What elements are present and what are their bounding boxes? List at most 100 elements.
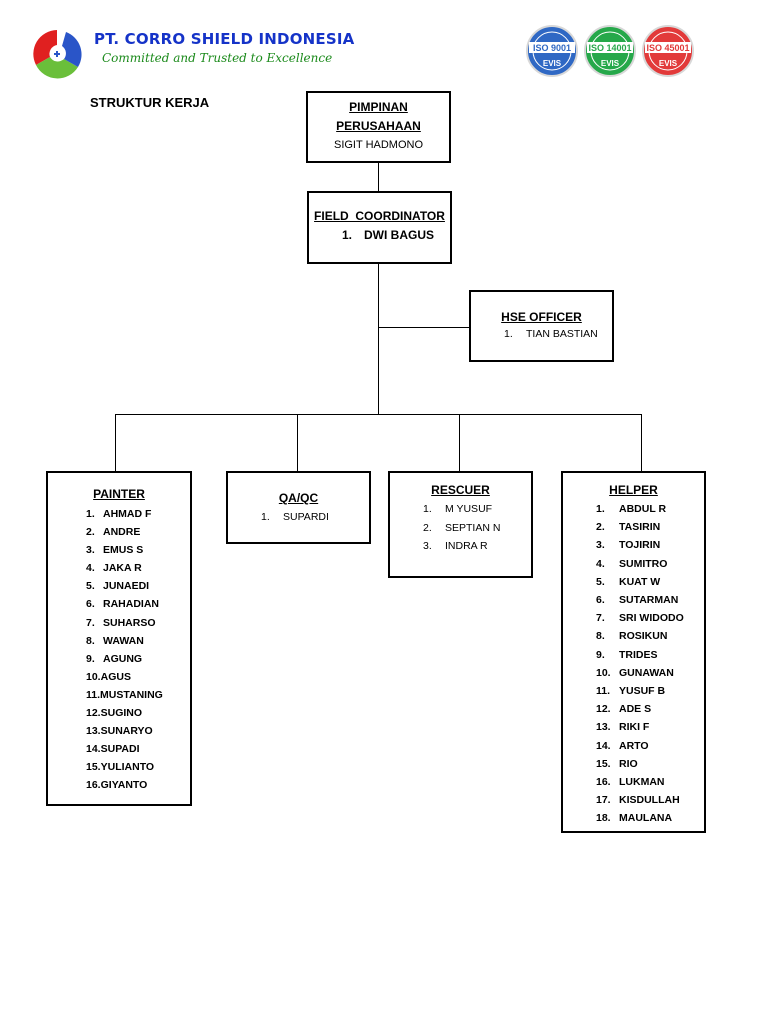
qaqc-box: QA/QC 1.SUPARDI — [226, 471, 371, 544]
helper-member-name: TOJIRIN — [619, 539, 661, 552]
helper-member-name: KISDULLAH — [619, 794, 680, 807]
connector-coordinator-trunk — [378, 263, 379, 415]
painter-member-name: AHMAD F — [103, 508, 152, 520]
painter-member-name: SUPADI — [100, 743, 140, 756]
document-title: STRUKTUR KERJA — [90, 95, 210, 110]
helper-member-number: 3. — [596, 539, 605, 552]
director-title-line2: PERUSAHAAN — [336, 119, 421, 133]
painter-member-name: RAHADIAN — [103, 598, 159, 611]
helper-member-number: 2. — [596, 521, 605, 534]
hse-officer-title: HSE OFFICER — [501, 310, 582, 324]
rescuer-member-number: 1. — [423, 503, 432, 515]
qaqc-member-name: SUPARDI — [283, 511, 329, 523]
painter-member: 10.AGUS — [86, 668, 190, 686]
helper-member-name: RIO — [619, 757, 638, 770]
helper-member: 16. LUKMAN — [596, 773, 704, 791]
connector-director-coordinator — [378, 162, 379, 192]
rescuer-member: 2. SEPTIAN N — [423, 519, 531, 538]
helper-member-name: GUNAWAN — [619, 666, 674, 679]
painter-member-number: 5. — [86, 580, 95, 593]
helper-member-number: 7. — [596, 612, 605, 625]
director-box: PIMPINAN PERUSAHAAN SIGIT HADMONO — [306, 91, 451, 163]
helper-member-name: ABDUL R — [619, 503, 667, 515]
painter-member: 13.SUNARYO — [86, 722, 190, 740]
qaqc-member: 1. SUPARDI — [261, 509, 369, 525]
painter-member: 3.EMUS S — [86, 541, 190, 559]
helper-member-number: 16. — [596, 776, 611, 789]
painter-member-name: SUNARYO — [100, 725, 153, 738]
helper-member: 15. RIO — [596, 755, 704, 773]
helper-member: 3. TOJIRIN — [596, 536, 704, 554]
painter-member: 16.GIYANTO — [86, 776, 190, 794]
painter-member-number: 16. — [86, 779, 101, 792]
helper-member-name: SUMITRO — [619, 557, 668, 570]
connector-hse-branch — [378, 327, 470, 328]
painter-member-name: JAKA R — [103, 562, 142, 575]
helper-member-name: TASIRIN — [619, 521, 661, 534]
rescuer-member-name: SEPTIAN N — [445, 521, 501, 534]
helper-member: 14.ARTO — [596, 737, 704, 755]
svg-text:EVIS: EVIS — [659, 59, 678, 68]
painter-member: 8.WAWAN — [86, 632, 190, 650]
painter-title: PAINTER — [93, 487, 145, 501]
helper-member: 8. ROSIKUN — [596, 627, 704, 645]
helper-member: 2. TASIRIN — [596, 518, 704, 536]
helper-member-name: ROSIKUN — [619, 630, 668, 643]
company-name: PT. CORRO SHIELD INDONESIA — [94, 30, 355, 48]
helper-member-name: SUTARMAN — [619, 594, 679, 607]
painter-member-name: AGUNG — [103, 652, 143, 665]
painter-member-number: 15. — [86, 761, 101, 774]
rescuer-member-number: 3. — [423, 540, 432, 552]
connector-horizontal-bus — [115, 414, 642, 415]
painter-member-name: SUGINO — [100, 707, 143, 720]
connector-qaqc-drop — [297, 414, 298, 472]
rescuer-member-number: 2. — [423, 521, 432, 534]
painter-member-name: ANDRE — [103, 526, 141, 539]
painter-member: 12.SUGINO — [86, 704, 190, 722]
painter-member: 7.SUHARSO — [86, 614, 190, 632]
helper-member-number: 9. — [596, 648, 605, 661]
painter-member: 6. RAHADIAN — [86, 595, 190, 613]
iso-9001-badge-icon: ISO 9001 EVIS — [526, 24, 578, 78]
helper-member-name: MAULANA — [619, 812, 673, 825]
painter-member-name: SUHARSO — [103, 616, 156, 629]
svg-text:ISO 9001: ISO 9001 — [533, 43, 571, 53]
painter-member: 4. JAKA R — [86, 559, 190, 577]
helper-member-number: 1. — [596, 503, 605, 515]
painter-member-number: 4. — [86, 562, 95, 575]
painter-member-name: YULIANTO — [100, 761, 155, 774]
painter-member-name: JUNAEDI — [103, 580, 150, 593]
hse-member: 1.TIAN BASTIAN — [504, 328, 598, 340]
painter-member-number: 8. — [86, 634, 95, 647]
svg-text:ISO 14001: ISO 14001 — [588, 43, 631, 53]
qaqc-member-number: 1. — [261, 511, 270, 523]
painter-member: 1. AHMAD F — [86, 505, 190, 523]
painter-member: 11.MUSTANING — [86, 686, 190, 704]
painter-member-name: MUSTANING — [100, 688, 163, 701]
helper-member-number: 10. — [596, 666, 611, 679]
painter-member-number: 10. — [86, 670, 101, 683]
coordinator-member: 1.DWI BAGUS — [342, 228, 434, 242]
helper-member: 17.KISDULLAH — [596, 791, 704, 809]
helper-member-number: 15. — [596, 757, 611, 770]
painter-member: 15.YULIANTO — [86, 758, 190, 776]
helper-member-name: YUSUF B — [619, 685, 666, 698]
helper-member-number: 8. — [596, 630, 605, 643]
helper-member-name: ADE S — [619, 703, 652, 716]
helper-member-name: TRIDES — [619, 648, 658, 661]
iso-14001-badge-icon: ISO 14001 EVIS — [584, 24, 636, 78]
painter-member: 14.SUPADI — [86, 740, 190, 758]
rescuer-title: RESCUER — [431, 483, 490, 497]
helper-member: 1. ABDUL R — [596, 500, 704, 518]
helper-member: 13.RIKI F — [596, 718, 704, 736]
painter-member-number: 1. — [86, 508, 95, 520]
helper-member-name: LUKMAN — [619, 776, 665, 789]
connector-painter-drop — [115, 414, 116, 472]
painter-member-number: 6. — [86, 598, 95, 611]
painter-member-number: 11. — [86, 688, 101, 701]
director-title-line1: PIMPINAN — [349, 100, 408, 114]
